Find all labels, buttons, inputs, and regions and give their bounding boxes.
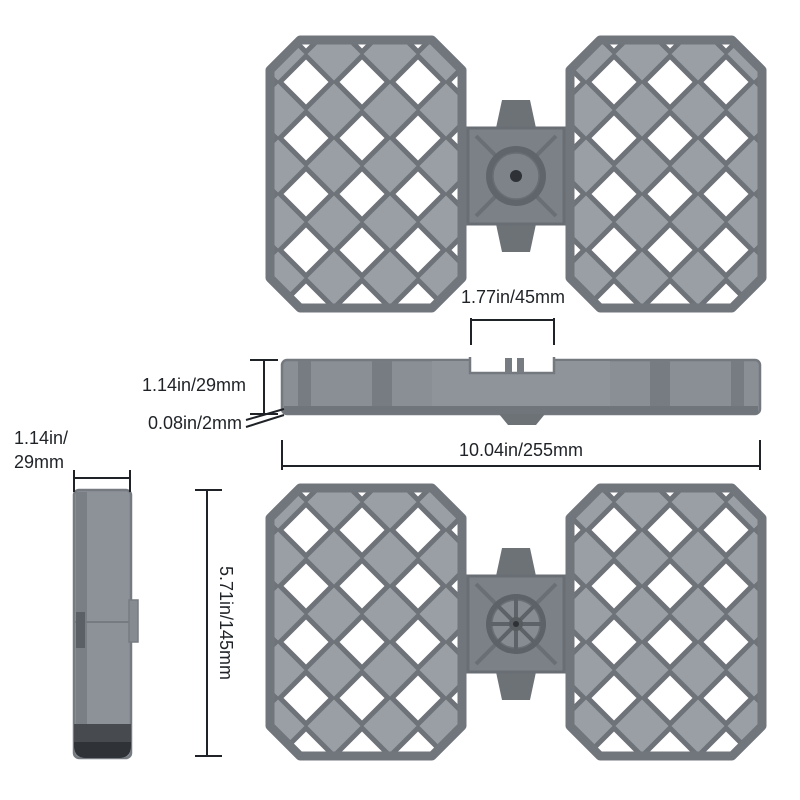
dim-body-height-lines (195, 489, 222, 757)
dim-plate-thickness: 0.08in/2mm (148, 408, 285, 433)
top-view-bracket (270, 40, 762, 308)
center-hub-top (486, 146, 546, 206)
dim-end-width-label-line2: 29mm (14, 452, 64, 472)
dim-plate-thickness-label: 0.08in/2mm (148, 413, 242, 433)
end-view (72, 488, 139, 760)
dim-end-width-label-line1: 1.14in/ (14, 428, 68, 448)
dim-end-width: 1.14in/ 29mm (14, 428, 131, 492)
side-view-bottom-plate (284, 406, 758, 414)
dim-plate-thickness-lines (245, 408, 285, 428)
side-view (280, 356, 762, 425)
dim-side-height: 1.14in/29mm (142, 359, 278, 415)
dim-notch-width-lines (470, 318, 555, 345)
bottom-view-bracket (270, 488, 762, 756)
end-view-dark-cap (74, 742, 131, 758)
dim-total-width: 10.04in/255mm (281, 440, 761, 470)
dim-notch-width-label: 1.77in/45mm (461, 287, 565, 307)
end-view-slot (76, 612, 85, 648)
dim-total-width-lines (281, 440, 761, 470)
end-view-tab (128, 599, 139, 643)
center-hub-bottom (486, 594, 546, 654)
dim-total-width-label: 10.04in/255mm (459, 440, 583, 460)
dim-side-height-label: 1.14in/29mm (142, 375, 246, 395)
dim-side-height-lines (250, 359, 278, 415)
dim-end-width-lines (73, 470, 131, 492)
side-view-knob (499, 414, 545, 425)
dim-body-height: 5.71in/145mm (195, 489, 236, 757)
dim-body-height-label: 5.71in/145mm (216, 566, 236, 680)
dim-notch-width: 1.77in/45mm (461, 287, 565, 345)
